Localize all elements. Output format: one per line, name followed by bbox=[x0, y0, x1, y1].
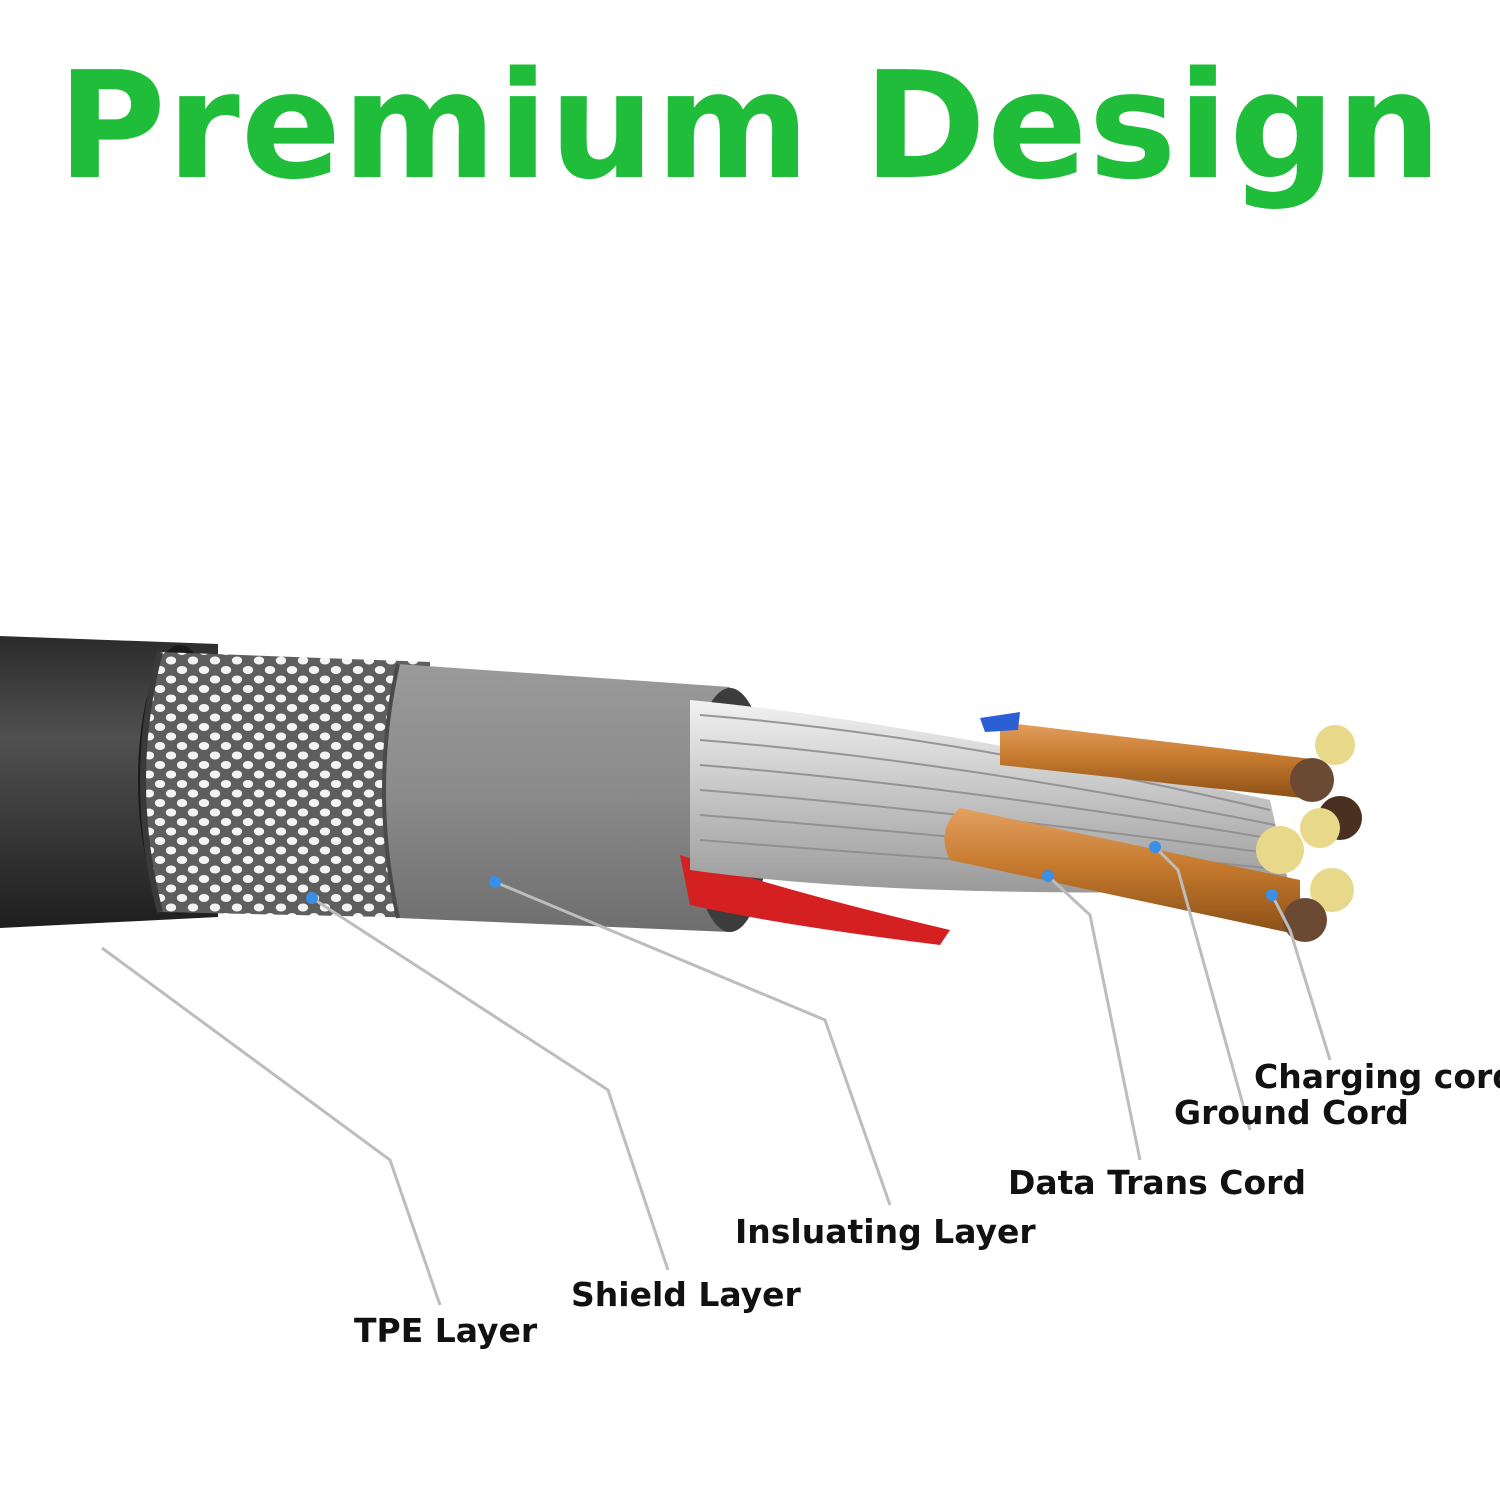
leader-line-tpe bbox=[101, 946, 442, 1306]
pointer-dot-shield bbox=[306, 892, 318, 904]
label-tpe-layer: TPE Layer bbox=[354, 1311, 538, 1350]
pointer-dot-charging bbox=[1266, 889, 1278, 901]
label-charging-cord: Charging cord bbox=[1254, 1057, 1500, 1096]
pointer-dot-ground bbox=[1149, 841, 1161, 853]
headline: Premium Design bbox=[57, 40, 1443, 212]
leader-line-charging bbox=[1270, 894, 1332, 1061]
pointer-dot-data bbox=[1042, 870, 1054, 882]
label-insulating-layer: Insluating Layer bbox=[735, 1212, 1036, 1251]
leader-lines bbox=[101, 845, 1332, 1306]
pointer-dots bbox=[306, 841, 1278, 904]
leader-line-shield bbox=[311, 896, 670, 1271]
pointer-dot-insulating bbox=[489, 876, 501, 888]
leader-line-insulating bbox=[494, 880, 892, 1206]
shield-mesh bbox=[140, 651, 430, 918]
label-data-trans-cord: Data Trans Cord bbox=[1008, 1163, 1307, 1202]
label-ground-cord: Ground Cord bbox=[1174, 1093, 1409, 1132]
inner-conductors bbox=[680, 700, 1362, 945]
leader-line-data bbox=[1046, 874, 1142, 1161]
label-shield-layer: Shield Layer bbox=[571, 1275, 801, 1314]
leader-line-ground bbox=[1153, 845, 1252, 1131]
